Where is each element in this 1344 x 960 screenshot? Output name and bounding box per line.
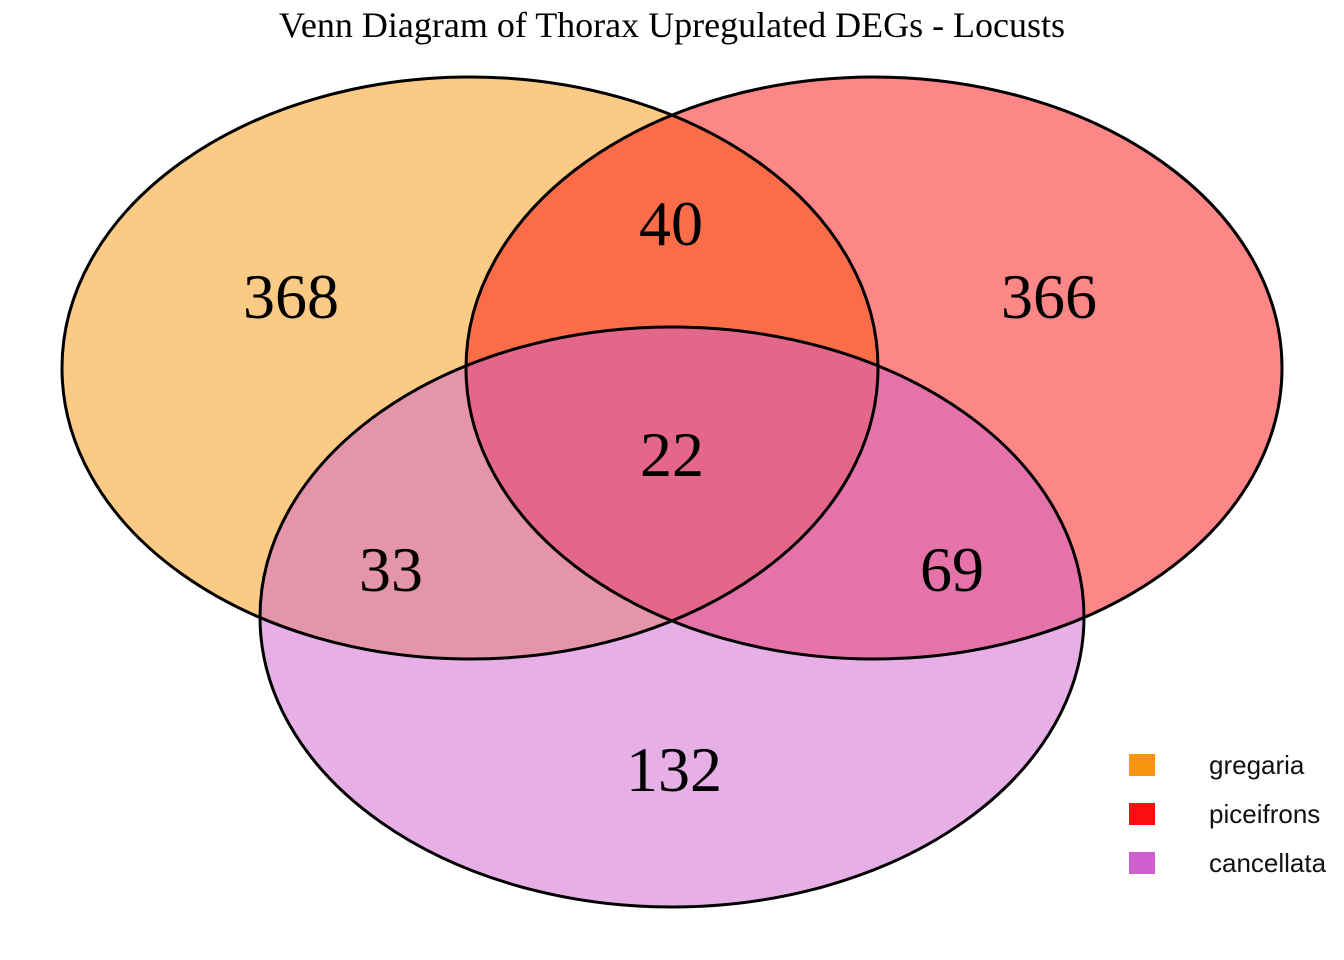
legend-swatch-piceifrons	[1129, 803, 1155, 825]
region-count-gregaria-cancellata: 33	[359, 534, 423, 605]
legend-label-cancellata: cancellata	[1209, 848, 1327, 878]
cancellata-ellipse-fill	[260, 327, 1084, 907]
piceifrons-color-swatch	[1129, 803, 1155, 825]
region-count-gregaria-only: 368	[243, 261, 339, 332]
chart-title: Venn Diagram of Thorax Upregulated DEGs …	[278, 5, 1066, 45]
legend-item-cancellata: cancellata	[1129, 850, 1326, 876]
legend-swatch-cancellata	[1129, 852, 1155, 874]
gregaria-color-swatch	[1129, 754, 1155, 776]
legend-swatch-gregaria	[1129, 754, 1155, 776]
cancellata-ellipse-outline	[258, 325, 1086, 909]
gregaria-ellipse-outline	[60, 75, 880, 661]
region-count-cancellata-only: 132	[626, 734, 722, 805]
region-count-gregaria-piceifrons: 40	[639, 188, 703, 259]
region-count-piceifrons-cancellata: 69	[920, 534, 984, 605]
legend: gregaria piceifrons cancellata	[1129, 752, 1326, 876]
legend-label-gregaria: gregaria	[1209, 750, 1305, 780]
legend-item-gregaria: gregaria	[1129, 752, 1326, 778]
legend-label-piceifrons: piceifrons	[1209, 799, 1321, 829]
legend-item-piceifrons: piceifrons	[1129, 801, 1326, 827]
cancellata-color-swatch	[1129, 852, 1155, 874]
region-count-piceifrons-only: 366	[1001, 261, 1097, 332]
region-count-all-three: 22	[640, 419, 704, 490]
piceifrons-ellipse-outline	[464, 75, 1284, 661]
